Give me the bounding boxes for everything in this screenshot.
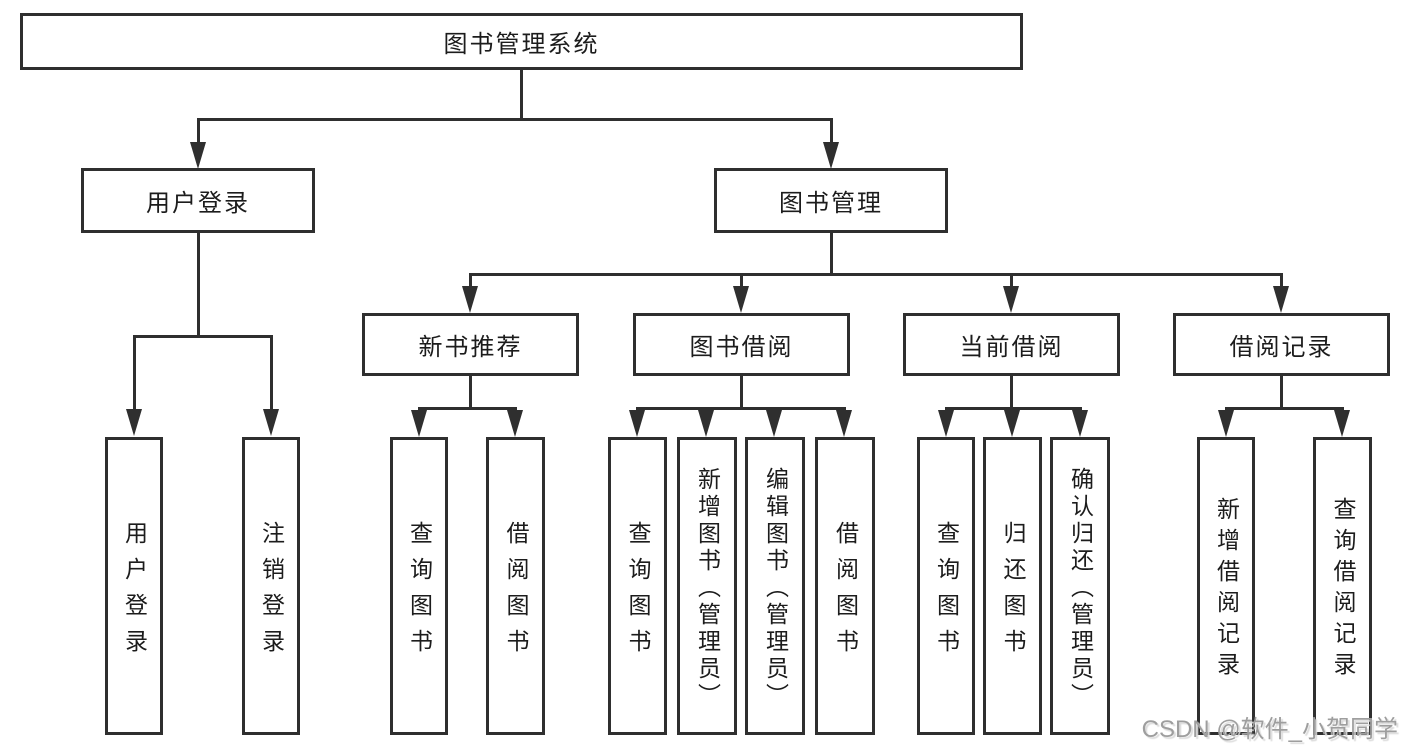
node-user-login-label: 用户登录 [146, 190, 250, 217]
node-new-book-recommend: 新书推荐 [362, 313, 579, 376]
arrow-down-icon [629, 410, 645, 437]
leaf-query-books-current: 查询图书 [917, 437, 975, 735]
arrow-down-icon [938, 410, 954, 437]
arrow-down-icon [190, 142, 206, 169]
node-current-borrow-label: 当前借阅 [959, 334, 1064, 361]
leaf-return-books-label: 归还图书 [1000, 520, 1026, 665]
arrow-down-icon [411, 410, 427, 437]
connector-root-horizontal [197, 118, 833, 121]
leaf-query-books-current-label: 查询图书 [933, 520, 960, 665]
arrow-down-icon [126, 409, 142, 436]
leaf-query-books-recommend-label: 查询图书 [406, 520, 433, 665]
connector-book-borrow-horizontal [636, 407, 846, 410]
leaf-query-books-borrow-label: 查询图书 [625, 520, 651, 665]
arrow-down-icon [507, 410, 523, 437]
leaf-add-books-admin: 新增图书（管理员） [677, 437, 737, 735]
connector-stem-leaf-logout [270, 335, 273, 415]
node-book-borrow-label: 图书借阅 [689, 334, 794, 361]
node-user-login: 用户登录 [81, 168, 315, 233]
leaf-borrow-books-borrow-label: 借阅图书 [832, 520, 859, 665]
node-borrow-record-label: 借阅记录 [1229, 334, 1334, 361]
arrow-down-icon [698, 410, 714, 437]
leaf-edit-books-admin: 编辑图书（管理员） [745, 437, 805, 735]
node-new-book-recommend-label: 新书推荐 [418, 334, 523, 361]
connector-book-borrow-vertical [740, 376, 743, 407]
connector-book-management-horizontal [469, 273, 1283, 276]
connector-stem-book-management [830, 118, 833, 150]
leaf-user-login-label: 用户登录 [121, 520, 148, 665]
node-library-management-system-label: 图书管理系统 [443, 31, 600, 58]
leaf-query-borrow-record-label: 查询借阅记录 [1330, 497, 1356, 683]
arrow-down-icon [1334, 410, 1350, 437]
connector-stem-new-book [469, 273, 472, 293]
node-library-management-system: 图书管理系统 [20, 13, 1023, 70]
connector-user-login-vertical [197, 233, 200, 335]
connector-book-management-vertical [830, 233, 833, 273]
leaf-borrow-books-recommend: 借阅图书 [486, 437, 545, 735]
arrow-down-icon [1273, 286, 1289, 313]
connector-borrow-record-vertical [1280, 376, 1283, 407]
leaf-borrow-books-recommend-label: 借阅图书 [503, 520, 529, 665]
leaf-borrow-books-borrow: 借阅图书 [815, 437, 875, 735]
connector-new-book-horizontal [418, 407, 517, 410]
leaf-return-books: 归还图书 [983, 437, 1042, 735]
connector-stem-leaf-user-login [133, 335, 136, 415]
leaf-logout: 注销登录 [242, 437, 300, 735]
arrow-down-icon [1003, 286, 1019, 313]
node-borrow-record: 借阅记录 [1173, 313, 1390, 376]
arrow-down-icon [823, 142, 839, 169]
leaf-confirm-return-admin-label: 确认归还（管理员） [1067, 466, 1094, 710]
leaf-add-borrow-record: 新增借阅记录 [1197, 437, 1255, 735]
leaf-query-borrow-record: 查询借阅记录 [1313, 437, 1372, 735]
leaf-add-books-admin-label: 新增图书（管理员） [694, 466, 721, 710]
connector-stem-borrow-record [1280, 273, 1283, 293]
arrow-down-icon [263, 409, 279, 436]
arrow-down-icon [1004, 410, 1020, 437]
arrow-down-icon [766, 410, 782, 437]
arrow-down-icon [836, 410, 852, 437]
arrow-down-icon [733, 286, 749, 313]
csdn-watermark: CSDN @软件_小贺同学 [1141, 716, 1398, 743]
arrow-down-icon [1072, 410, 1088, 437]
connector-new-book-vertical [469, 376, 472, 407]
leaf-query-books-borrow: 查询图书 [608, 437, 667, 735]
node-book-borrow: 图书借阅 [633, 313, 850, 376]
arrow-down-icon [462, 286, 478, 313]
leaf-user-login: 用户登录 [105, 437, 163, 735]
connector-stem-user-login [197, 118, 200, 150]
leaf-logout-label: 注销登录 [258, 520, 285, 665]
connector-user-login-horizontal [133, 335, 273, 338]
node-current-borrow: 当前借阅 [903, 313, 1120, 376]
connector-current-borrow-vertical [1010, 376, 1013, 407]
arrow-down-icon [1218, 410, 1234, 437]
node-book-management: 图书管理 [714, 168, 948, 233]
connector-root-vertical [520, 70, 523, 118]
leaf-query-books-recommend: 查询图书 [390, 437, 448, 735]
node-book-management-label: 图书管理 [779, 190, 883, 217]
connector-borrow-record-horizontal [1225, 407, 1344, 410]
leaf-confirm-return-admin: 确认归还（管理员） [1050, 437, 1110, 735]
leaf-add-borrow-record-label: 新增借阅记录 [1213, 497, 1240, 683]
connector-stem-book-borrow [740, 273, 743, 293]
connector-stem-current-borrow [1010, 273, 1013, 293]
leaf-edit-books-admin-label: 编辑图书（管理员） [762, 466, 789, 710]
